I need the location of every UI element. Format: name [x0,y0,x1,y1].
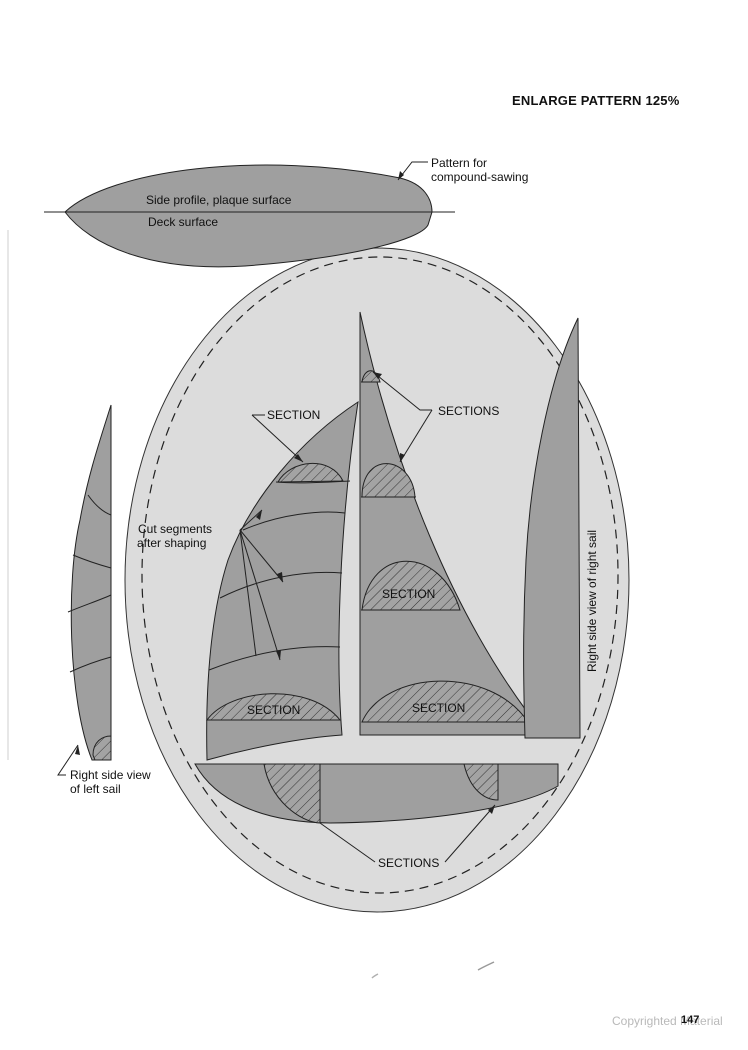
right-sail-view-label: Right side view of right sail [585,530,599,672]
main-upper-section-hatch [361,463,416,498]
sections-label-bottom: SECTIONS [378,856,439,870]
left-sail-segment-line [67,594,112,613]
jib-top-section-hatch [277,463,344,483]
hull-section-hatch-right [463,763,499,801]
left-sail-segment-line [72,554,112,569]
left-sail-segment-line [69,656,112,673]
arrowheads [75,171,495,814]
dashed-cut-line [141,256,619,894]
section-label-main: SECTION [412,701,465,715]
left-sail-view-label-line1: Right side view [70,768,151,782]
jib-segment-line [275,480,351,484]
hull-profile [64,164,433,268]
left-sail-side-view [70,404,112,761]
leader-lines [57,161,496,863]
right-sail-side-view [523,317,581,739]
page-number: 147 [681,1014,700,1026]
sections-label-top-right: SECTIONS [438,404,499,418]
deck-surface-label: Deck surface [148,215,218,229]
section-label-top-left: SECTION [267,408,320,422]
smudge-mark [477,961,495,971]
main-mid-section-hatch [361,560,461,611]
cut-segments-label-line2: after shaping [137,536,206,550]
section-label-jib: SECTION [247,703,300,717]
side-profile-label: Side profile, plaque surface [146,193,292,207]
left-sail-view-label-line2: of left sail [70,782,121,796]
main-bottom-section-hatch [361,680,529,723]
pattern-label-line2: compound-sawing [431,170,528,184]
pattern-label-line1: Pattern for [431,156,487,170]
section-label-middle: SECTION [382,587,435,601]
jib-segment-line [242,511,346,531]
cut-segments-label-line1: Cut segments [138,522,212,536]
page-header: ENLARGE PATTERN 125% [512,93,680,108]
smudge-mark [371,973,379,979]
left-sail-segment-line [87,494,112,516]
copyright-watermark: Copyrighted Material [612,1014,723,1028]
hull-section-hatch-left [263,763,321,824]
jib-bottom-section-hatch [206,693,342,721]
left-sail-section-hatch [92,735,112,761]
